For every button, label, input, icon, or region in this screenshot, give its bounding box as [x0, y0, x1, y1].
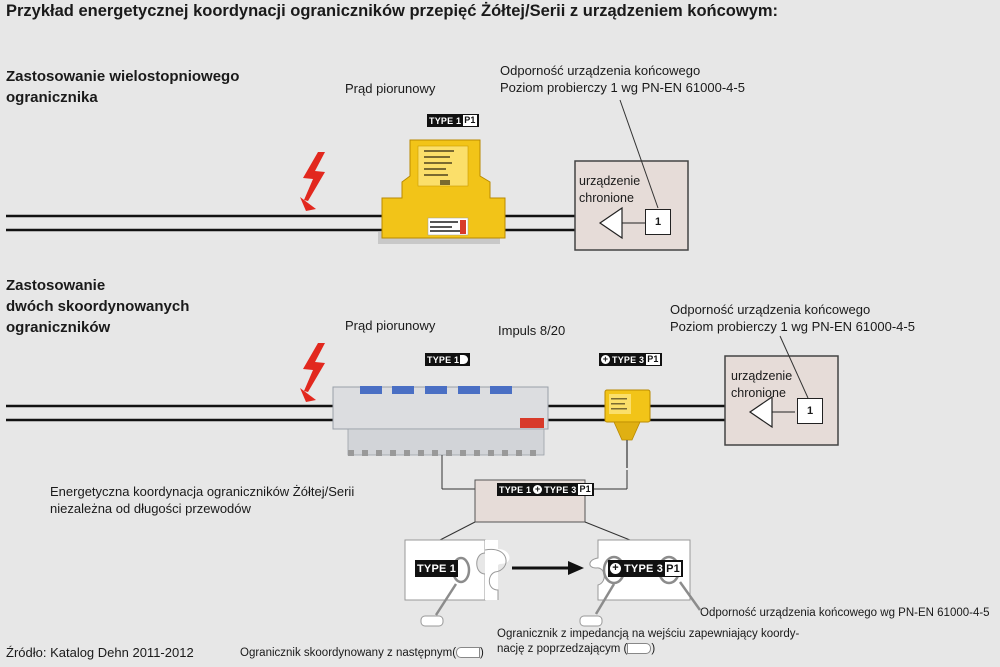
section2-heading-line1: Zastosowanie — [6, 277, 106, 294]
source-caption: Źródło: Katalog Dehn 2011-2012 — [6, 645, 194, 660]
section1-test-level-box: 1 — [645, 209, 671, 235]
coord-badge-type1: TYPE 1 — [499, 484, 532, 495]
coordination-notch-icon — [460, 355, 469, 364]
section2-test-level-box: 1 — [797, 398, 823, 424]
section2-device-line1: urządzenie — [731, 369, 793, 383]
plus-circle-icon: + — [533, 484, 543, 494]
arrow-right-icon — [512, 561, 584, 575]
yellow-surge-arrester — [378, 139, 506, 244]
legend-coordinated-end: ) — [480, 647, 484, 659]
legend-coordinated-text: Ogranicznik skoordynowany z następnym( — [240, 647, 457, 659]
section1-device-line1: urządzenie — [579, 174, 641, 188]
section1-heading-line1: Zastosowanie wielostopniowego — [6, 68, 240, 85]
legend-resistance-note: Odporność urządzenia końcowego wg PN-EN … — [700, 607, 990, 619]
section2-resistance-line2: Poziom probierczy 1 wg PN-EN 61000-4-5 — [670, 319, 915, 334]
puzzle-left-label: TYPE 1 — [417, 562, 457, 575]
section1-lightning-current-label: Prąd piorunowy — [345, 81, 436, 96]
page-title: Przykład energetycznej koordynacji ogran… — [6, 2, 779, 20]
section1-resistance-label: Odporność urządzenia końcowego Poziom pr… — [500, 62, 745, 96]
section2-badge2-p: P1 — [646, 354, 660, 365]
section2-lightning-current-label: Prąd piorunowy — [345, 318, 436, 333]
legend-impedance-line1: Ogranicznik z impedancją na wejściu zape… — [497, 628, 800, 640]
lightning-arrow-icon — [300, 197, 316, 211]
section1-badge-p: P1 — [463, 115, 477, 126]
section2-badge1-type: TYPE 1 — [427, 354, 460, 365]
lightning-icon — [303, 152, 325, 201]
section1-resistance-line1: Odporność urządzenia końcowego — [500, 63, 701, 78]
section2-resistance-leader — [779, 335, 809, 399]
legend-impedance-end: ) — [651, 643, 656, 655]
coordination-description: Energetyczna koordynacja ograniczników Ż… — [50, 483, 354, 517]
type3-surge-arrester — [604, 389, 651, 468]
plus-circle-icon: + — [601, 354, 610, 364]
puzzle-right-label: TYPE 3 — [624, 562, 664, 575]
legend-coordinated-note: Ogranicznik skoordynowany z następnym() — [240, 646, 484, 661]
puzzle-right-p: P1 — [665, 561, 681, 576]
section2-device-line2: chronione — [731, 386, 786, 400]
section2-resistance-line1: Odporność urządzenia końcowego — [670, 302, 871, 317]
legend-impedance-line2: nację z poprzedzającym ( — [497, 643, 628, 655]
multipole-surge-arrester — [332, 386, 549, 456]
notch-symbol-icon — [627, 643, 652, 655]
tab-symbol-icon — [456, 647, 481, 659]
section1-type-badge: TYPE 1 P1 — [427, 114, 479, 127]
lightning-arrow-icon — [300, 388, 316, 402]
section2-type3-badge: + TYPE 3 P1 — [599, 353, 662, 366]
coordination-description-line2: niezależna od długości przewodów — [50, 501, 251, 516]
coord-badge-p: P1 — [578, 484, 592, 495]
section1-resistance-leader — [619, 99, 659, 209]
puzzle-type1-label: TYPE 1 — [415, 560, 459, 577]
section2-heading: Zastosowanie dwóch skoordynowanych ogran… — [6, 275, 189, 338]
section1-protected-device — [574, 160, 689, 251]
plus-circle-icon: + — [610, 563, 621, 574]
section2-badge2-type: TYPE 3 — [612, 354, 645, 365]
puzzle-type3-label: + TYPE 3 P1 — [608, 560, 683, 577]
section1-badge-type: TYPE 1 — [429, 115, 462, 126]
section1-conductors — [6, 214, 600, 232]
coordination-bracket — [439, 455, 631, 541]
section2-type1-badge: TYPE 1 — [425, 353, 471, 366]
section2-impulse-label: Impuls 8/20 — [498, 323, 566, 338]
coordination-description-line1: Energetyczna koordynacja ograniczników Ż… — [50, 484, 355, 499]
section2-device-label: urządzenie chronione — [731, 368, 792, 402]
coord-badge-type3: TYPE 3 — [544, 484, 577, 495]
section1-resistance-line2: Poziom probierczy 1 wg PN-EN 61000-4-5 — [500, 80, 745, 95]
section1-heading-line2: ogranicznika — [6, 89, 98, 106]
section1-device-label: urządzenie chronione — [579, 173, 640, 207]
legend-impedance-line2-wrap: nację z poprzedzającym () — [497, 642, 799, 657]
lightning-icon — [303, 343, 325, 392]
section1-heading: Zastosowanie wielostopniowego ograniczni… — [6, 66, 239, 108]
legend-impedance-note: Ogranicznik z impedancją na wejściu zape… — [497, 627, 799, 657]
section2-heading-line3: ograniczników — [6, 319, 111, 336]
section2-heading-line2: dwóch skoordynowanych — [6, 298, 190, 315]
legend-pointers — [420, 581, 702, 627]
section2-resistance-label: Odporność urządzenia końcowego Poziom pr… — [670, 301, 915, 335]
section1-device-line2: chronione — [579, 191, 634, 205]
coordination-badge: TYPE 1 + TYPE 3 P1 — [497, 483, 594, 496]
